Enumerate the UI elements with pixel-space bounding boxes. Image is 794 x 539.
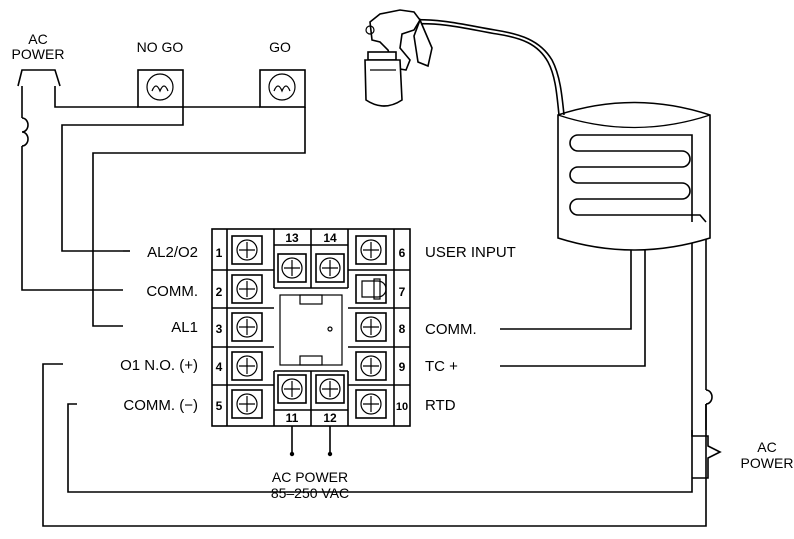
ac-power-bottom-line1: AC POWER [272,469,348,485]
ac-power-right-line1: AC [757,439,776,455]
fuse-icon [705,389,713,405]
terminal-label-6: USER INPUT [425,244,516,261]
terminal-num-11: 11 [286,411,299,425]
terminal-label-5: COMM. (−) [123,397,198,414]
screw-terminals-left [231,235,263,419]
terminal-label-1: AL2/O2 [147,244,198,261]
terminal-num-14: 14 [323,231,337,245]
terminal-num-13: 13 [285,231,299,245]
bottom-power-leads [289,426,333,457]
terminal-num-3: 3 [216,322,223,336]
terminal-label-4: O1 N.O. (+) [120,357,198,374]
indicator-lamp-icon [137,69,184,108]
screw-terminals-bottom [277,374,345,404]
fuse-icon [21,117,29,147]
terminal-num-7: 7 [399,285,406,299]
go-label: GO [269,39,291,55]
screw-terminals-top [277,253,345,283]
terminal-label-10: RTD [425,397,456,414]
terminal-num-5: 5 [216,399,223,413]
terminal-num-2: 2 [216,285,223,299]
ac-power-top-left-line2: POWER [12,46,65,62]
terminal-num-10: 10 [396,401,408,413]
ac-power-top-left-line1: AC [28,31,47,47]
terminal-label-3: AL1 [171,319,198,336]
terminal-num-1: 1 [216,246,223,260]
terminal-num-4: 4 [216,360,223,374]
heated-tank-icon [557,101,711,251]
screw-terminals-right [355,235,387,419]
terminal-label-9: TC + [425,358,458,375]
ac-power-top-left-bracket [17,69,61,87]
indicator-lamp-icon [259,69,306,108]
terminal-num-12: 12 [323,411,337,425]
ac-power-bottom-line2: 85–250 VAC [271,485,349,501]
spray-gun-icon [364,9,565,116]
terminal-label-8: COMM. [425,321,477,338]
left-wiring [21,86,707,527]
right-wiring [500,222,722,479]
ac-power-right-line2: POWER [741,455,794,471]
terminal-label-2: COMM. [146,283,198,300]
terminal-num-6: 6 [399,246,406,260]
terminal-num-9: 9 [399,360,406,374]
no-go-label: NO GO [137,39,184,55]
terminal-num-8: 8 [399,322,406,336]
